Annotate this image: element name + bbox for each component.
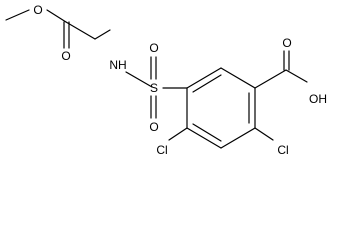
atom-o-ester-methoxy: O: [33, 3, 42, 17]
bonds: [5, 9, 308, 149]
chemical-structure: O O NH S O O O OH Cl Cl: [5, 3, 327, 157]
ring-inner-bond-3: [192, 123, 222, 142]
atom-nh-sulfonamide: NH: [109, 58, 126, 72]
bond-carbonyl-ch2: [65, 21, 96, 40]
atom-o-sulfonyl-top: O: [149, 41, 158, 55]
atom-o-acid-carbonyl: O: [282, 36, 291, 50]
ring-bond-1: [186, 67, 222, 89]
bond-ring-cl-right: [254, 127, 274, 141]
atom-oh-acid: OH: [309, 92, 327, 106]
atom-cl-right: Cl: [277, 143, 288, 157]
atom-cl-left: Cl: [156, 143, 167, 157]
bond-methyl-o: [5, 9, 30, 21]
bond-acid-oh: [285, 69, 308, 83]
bond-ring-cl-left: [168, 127, 188, 141]
atom-o-sulfonyl-bottom: O: [149, 120, 158, 134]
ring-bond-4: [220, 127, 256, 149]
ring-bond-5: [186, 127, 222, 149]
bond-n-s: [125, 71, 153, 88]
bond-o-carbonyl-carbon: [46, 9, 67, 23]
atom-labels: O O NH S O O O OH Cl Cl: [33, 3, 327, 157]
ring-inner-bond-1: [192, 74, 222, 93]
atom-o-ester-carbonyl: O: [61, 49, 70, 63]
ring-bond-2: [220, 67, 256, 89]
bond-ring-acid-carbon: [254, 69, 287, 89]
atom-s-sulfonyl: S: [150, 81, 158, 95]
bond-ch2-n: [94, 29, 111, 40]
